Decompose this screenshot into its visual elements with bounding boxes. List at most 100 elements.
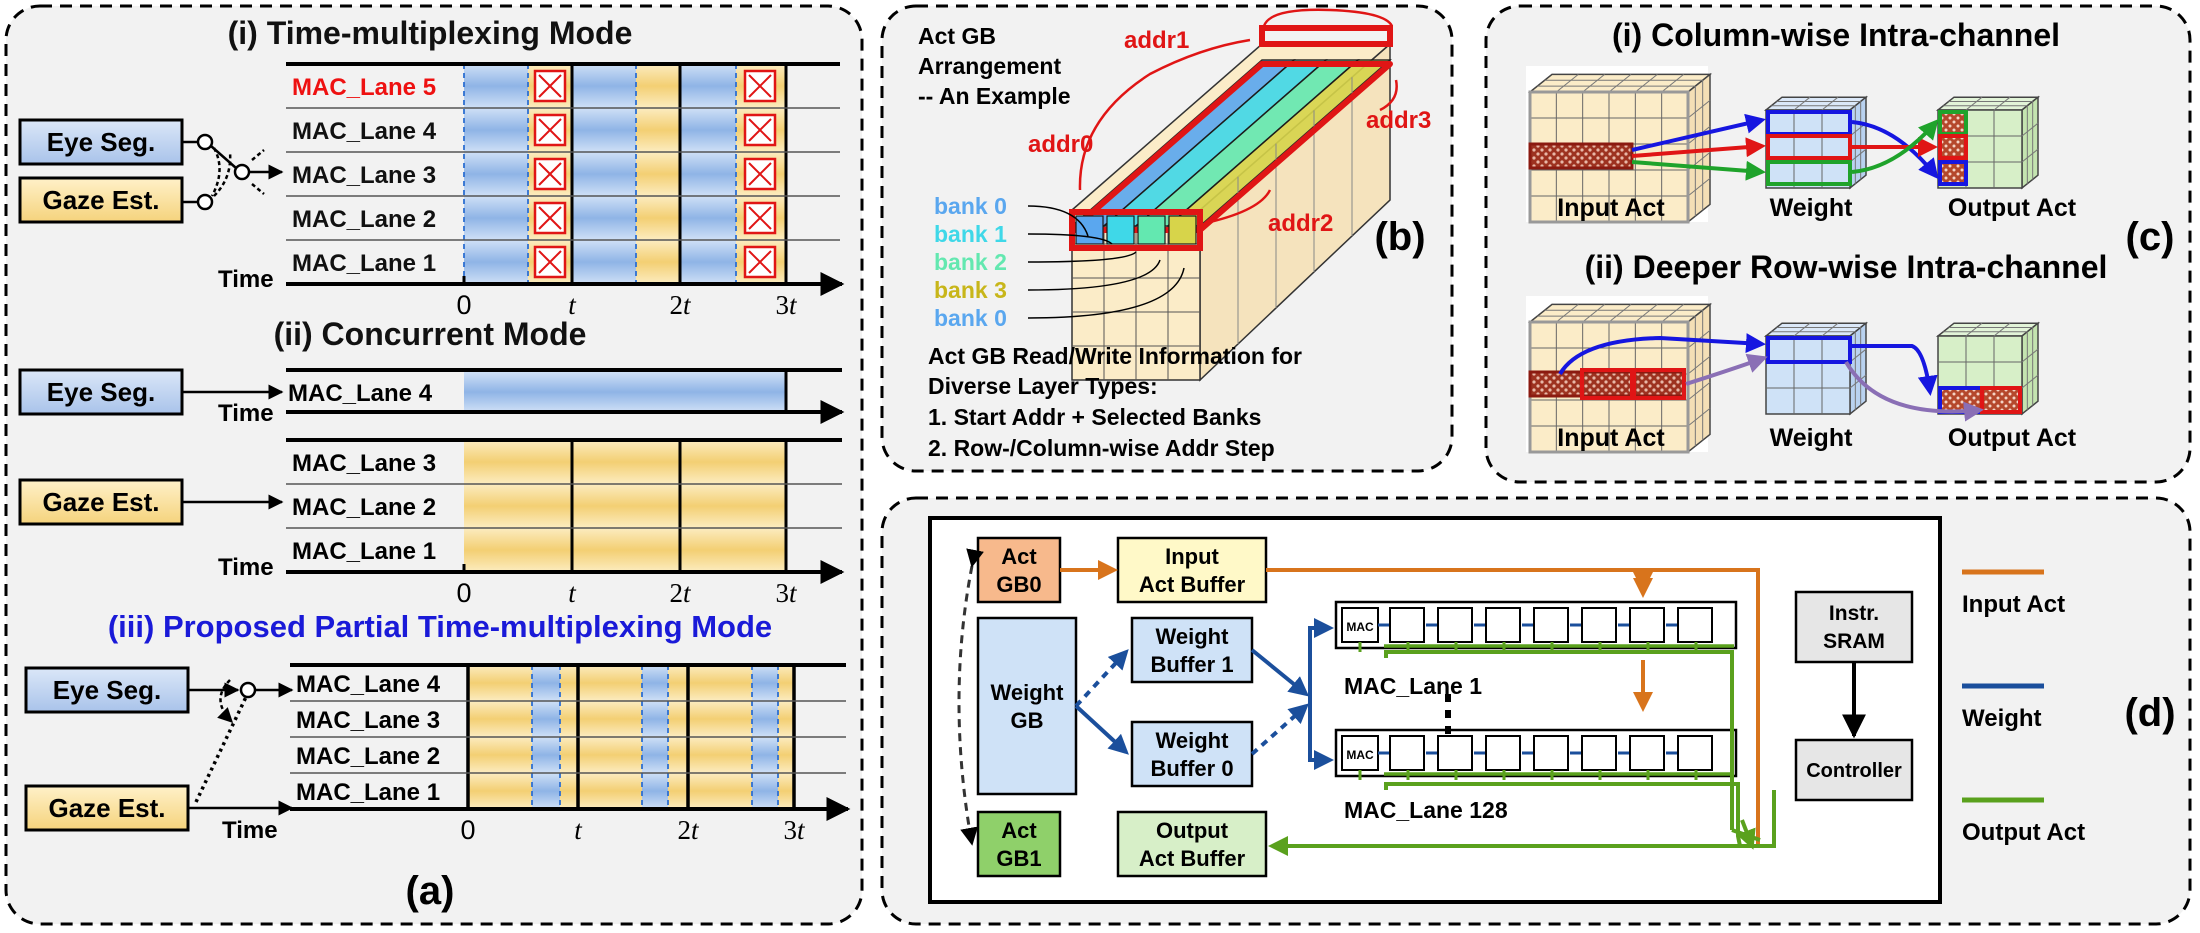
time-slot-eye [572, 64, 636, 108]
mac-unit [1389, 735, 1425, 771]
panel-b-label: (b) [1374, 215, 1425, 259]
bank-label: bank 2 [934, 249, 1007, 275]
eye-seg-occupancy [532, 701, 560, 737]
addr1-label: addr1 [1124, 27, 1189, 54]
mac-unit [1533, 607, 1569, 643]
mux-switch-1 [182, 133, 284, 211]
eye-seg-occupancy [642, 773, 668, 809]
weight-label-1: Weight [1770, 194, 1854, 222]
eye-seg-occupancy [642, 737, 668, 773]
flow-blue-out [1852, 344, 1938, 396]
cube-grid [1821, 96, 1839, 111]
gaze-est-occupancy [468, 701, 794, 737]
gaze-est-label-3: Gaze Est. [48, 793, 165, 823]
time-slot-eye [680, 196, 736, 240]
panel-a: (i) Time-multiplexing Mode MAC_Lane 5MAC… [4, 4, 864, 926]
idle-slot-mark [748, 250, 772, 274]
cube-side [1687, 72, 1711, 224]
time-slot-gaze [636, 196, 680, 240]
cube-grid [2021, 374, 2039, 389]
time-slot-eye [680, 108, 736, 152]
cube-grid [2021, 122, 2039, 137]
flow-blue [1631, 113, 1766, 152]
input-act-window-red-2 [1630, 368, 1686, 400]
tick-label: 2t [669, 578, 692, 608]
flow-purple [1685, 353, 1768, 386]
cube-grid [1635, 304, 1658, 323]
cube-top [1763, 96, 1869, 111]
cube-top [1763, 322, 1869, 337]
mac-unit [1629, 735, 1665, 771]
gaze-est-occupancy [464, 484, 786, 528]
bank-cell [1137, 215, 1166, 245]
panel-d-label: (d) [2124, 691, 2175, 735]
act-gb0-line2: GB0 [996, 572, 1041, 597]
cube-top [1935, 96, 2041, 111]
cube-grid [1793, 96, 1811, 111]
mac-lane-label: MAC_Lane 1 [296, 779, 440, 806]
cube-front [1765, 109, 1851, 189]
idle-slot-mark [748, 162, 772, 186]
eye-seg-label-1: Eye Seg. [47, 127, 155, 157]
time-slot-eye [464, 108, 528, 152]
time-slot-eye [464, 240, 528, 284]
cube-grid [1993, 96, 2011, 111]
panel-c-title-1: (i) Column-wise Intra-channel [1612, 17, 2060, 53]
cube-grid [1608, 74, 1632, 93]
weight-buffer-0-line1: Weight [1156, 728, 1230, 753]
cube-grid [1556, 304, 1579, 323]
act-gb-title-2: Arrangement [918, 53, 1061, 79]
time-slot-eye [572, 108, 636, 152]
mac-unit [1437, 607, 1473, 643]
legend-label: Input Act [1962, 591, 2065, 618]
eye-seg-occupancy [752, 737, 778, 773]
input-act-label-2: Input Act [1557, 424, 1665, 452]
cube-grid [1965, 96, 1983, 111]
act-gb-title-1: Act GB [918, 23, 996, 49]
cube-side [1849, 95, 1867, 190]
tick-label: t [574, 815, 583, 845]
panel-c: (i) Column-wise Intra-channel (ii) Deepe… [1484, 4, 2192, 484]
tick-label: t [568, 578, 577, 608]
bank-leader [1027, 251, 1137, 263]
mac-lane-1-label: MAC_Lane 1 [1344, 673, 1482, 699]
eye-seg-label-3: Eye Seg. [53, 675, 161, 705]
mac-lane-label: MAC_Lane 5 [292, 74, 436, 101]
bank-label: bank 0 [934, 193, 1007, 219]
weight-label-2: Weight [1770, 424, 1854, 452]
eye-seg-occupancy [464, 372, 786, 412]
mac-lane-label: MAC_Lane 3 [292, 162, 436, 189]
panel-d: Act GB0 Input Act Buffer Weight GB Weigh… [880, 496, 2192, 926]
mac-unit [1677, 735, 1713, 771]
act-gb-info-1: Act GB Read/Write Information for [928, 343, 1302, 369]
idle-slot-mark [538, 74, 562, 98]
time-slot-gaze [636, 240, 680, 284]
mac-unit [1485, 735, 1521, 771]
idle-slot-mark [538, 206, 562, 230]
mode3-lane-grid [290, 663, 851, 821]
time-slot-eye [572, 152, 636, 196]
tick-label: 0 [460, 815, 475, 845]
gaze-est-occupancy [468, 665, 794, 701]
addr3-label: addr3 [1366, 107, 1431, 134]
gaze-est-label-2: Gaze Est. [42, 487, 159, 517]
bank-cell [1106, 215, 1135, 245]
act-gb1-line2: GB1 [996, 846, 1041, 871]
cube-grid [1687, 408, 1711, 427]
panel-b: Act GB Arrangement -- An Example [880, 4, 1454, 473]
act-gb-info-2: Diverse Layer Types: [928, 373, 1158, 399]
mac-unit [1389, 607, 1425, 643]
time-slot-gaze [636, 64, 680, 108]
eye-seg-occupancy [532, 773, 560, 809]
mac-lane-label: MAC_Lane 4 [296, 671, 441, 698]
tick-label: 2t [669, 290, 692, 320]
bank-cell [1168, 215, 1197, 245]
mac-unit [1677, 607, 1713, 643]
cube-grid [1582, 304, 1605, 323]
gaze-est-occupancy [464, 440, 786, 484]
tick-label: 3t [775, 578, 798, 608]
